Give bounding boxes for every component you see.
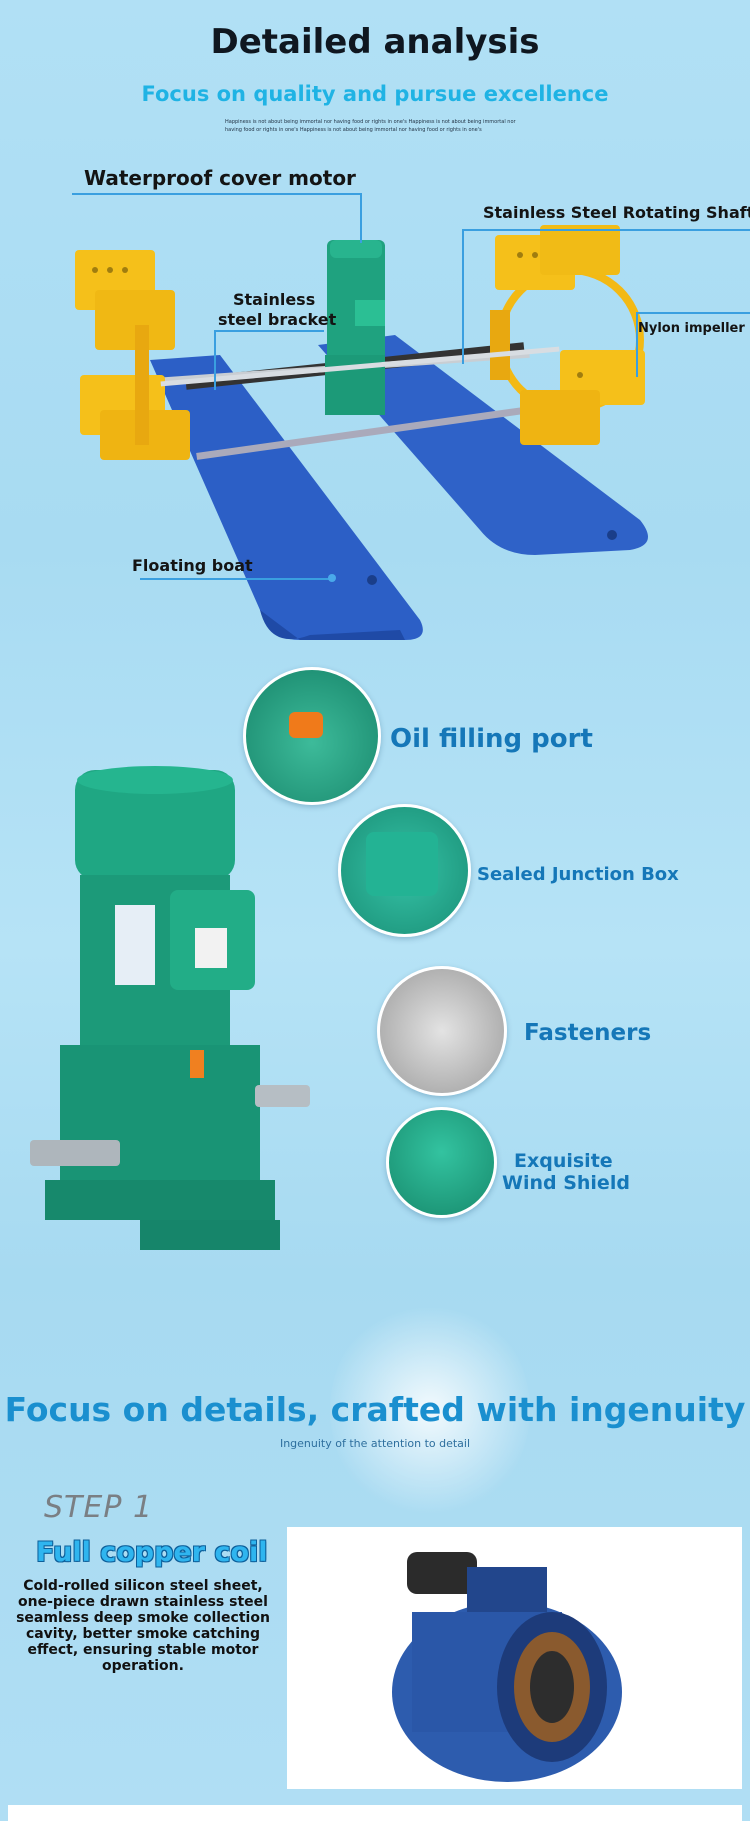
impeller-callout-label: Nylon impeller bbox=[638, 321, 745, 336]
boat-callout-line bbox=[140, 578, 332, 580]
section-title: Focus on details, crafted with ingenuity bbox=[4, 1390, 746, 1429]
shaft-callout-label: Stainless Steel Rotating Shaft bbox=[483, 203, 750, 222]
motor-callout-line bbox=[72, 193, 362, 195]
junction-box-thumbnail bbox=[338, 804, 471, 937]
step-label: STEP 1 bbox=[44, 1490, 154, 1525]
step-description: Cold-rolled silicon steel sheet, one-pie… bbox=[16, 1578, 270, 1674]
shaft-callout-drop bbox=[462, 229, 464, 364]
feature-wind-shield-2: Wind Shield bbox=[502, 1172, 630, 1194]
feature-oil-port: Oil filling port bbox=[390, 724, 593, 754]
bracket-callout-line bbox=[214, 330, 324, 332]
impeller-callout-line bbox=[636, 312, 750, 314]
page-subtitle: Focus on quality and pursue excellence bbox=[141, 82, 609, 106]
bottom-strip bbox=[8, 1805, 742, 1821]
gear-motor-illustration bbox=[30, 766, 310, 1250]
bracket-callout-label-1: Stainless bbox=[233, 290, 316, 309]
page-title: Detailed analysis bbox=[210, 22, 540, 62]
boat-callout-dot bbox=[328, 574, 336, 582]
motor-stator-photo bbox=[287, 1527, 742, 1789]
bracket-callout-label-2: steel bracket bbox=[218, 310, 337, 329]
boat-callout-label: Floating boat bbox=[132, 556, 253, 575]
feature-junction-box: Sealed Junction Box bbox=[477, 864, 679, 885]
feature-wind-shield-1: Exquisite bbox=[514, 1150, 613, 1172]
step-heading: Full copper coil bbox=[36, 1537, 268, 1568]
fasteners-thumbnail bbox=[377, 966, 507, 1096]
section-subtitle: Ingenuity of the attention to detail bbox=[279, 1437, 471, 1450]
fine-print: Happiness is not about being immortal no… bbox=[225, 119, 516, 133]
bracket-callout-drop bbox=[214, 330, 216, 390]
oil-port-thumbnail bbox=[243, 667, 381, 805]
wind-shield-thumbnail bbox=[386, 1107, 497, 1218]
motor-callout-label: Waterproof cover motor bbox=[84, 166, 356, 190]
impeller-callout-drop bbox=[636, 312, 638, 377]
aerator-illustration bbox=[75, 225, 648, 640]
motor-callout-drop bbox=[360, 193, 362, 243]
glow-decoration bbox=[330, 1300, 530, 1520]
feature-fasteners: Fasteners bbox=[524, 1020, 652, 1046]
shaft-callout-line bbox=[462, 229, 750, 231]
